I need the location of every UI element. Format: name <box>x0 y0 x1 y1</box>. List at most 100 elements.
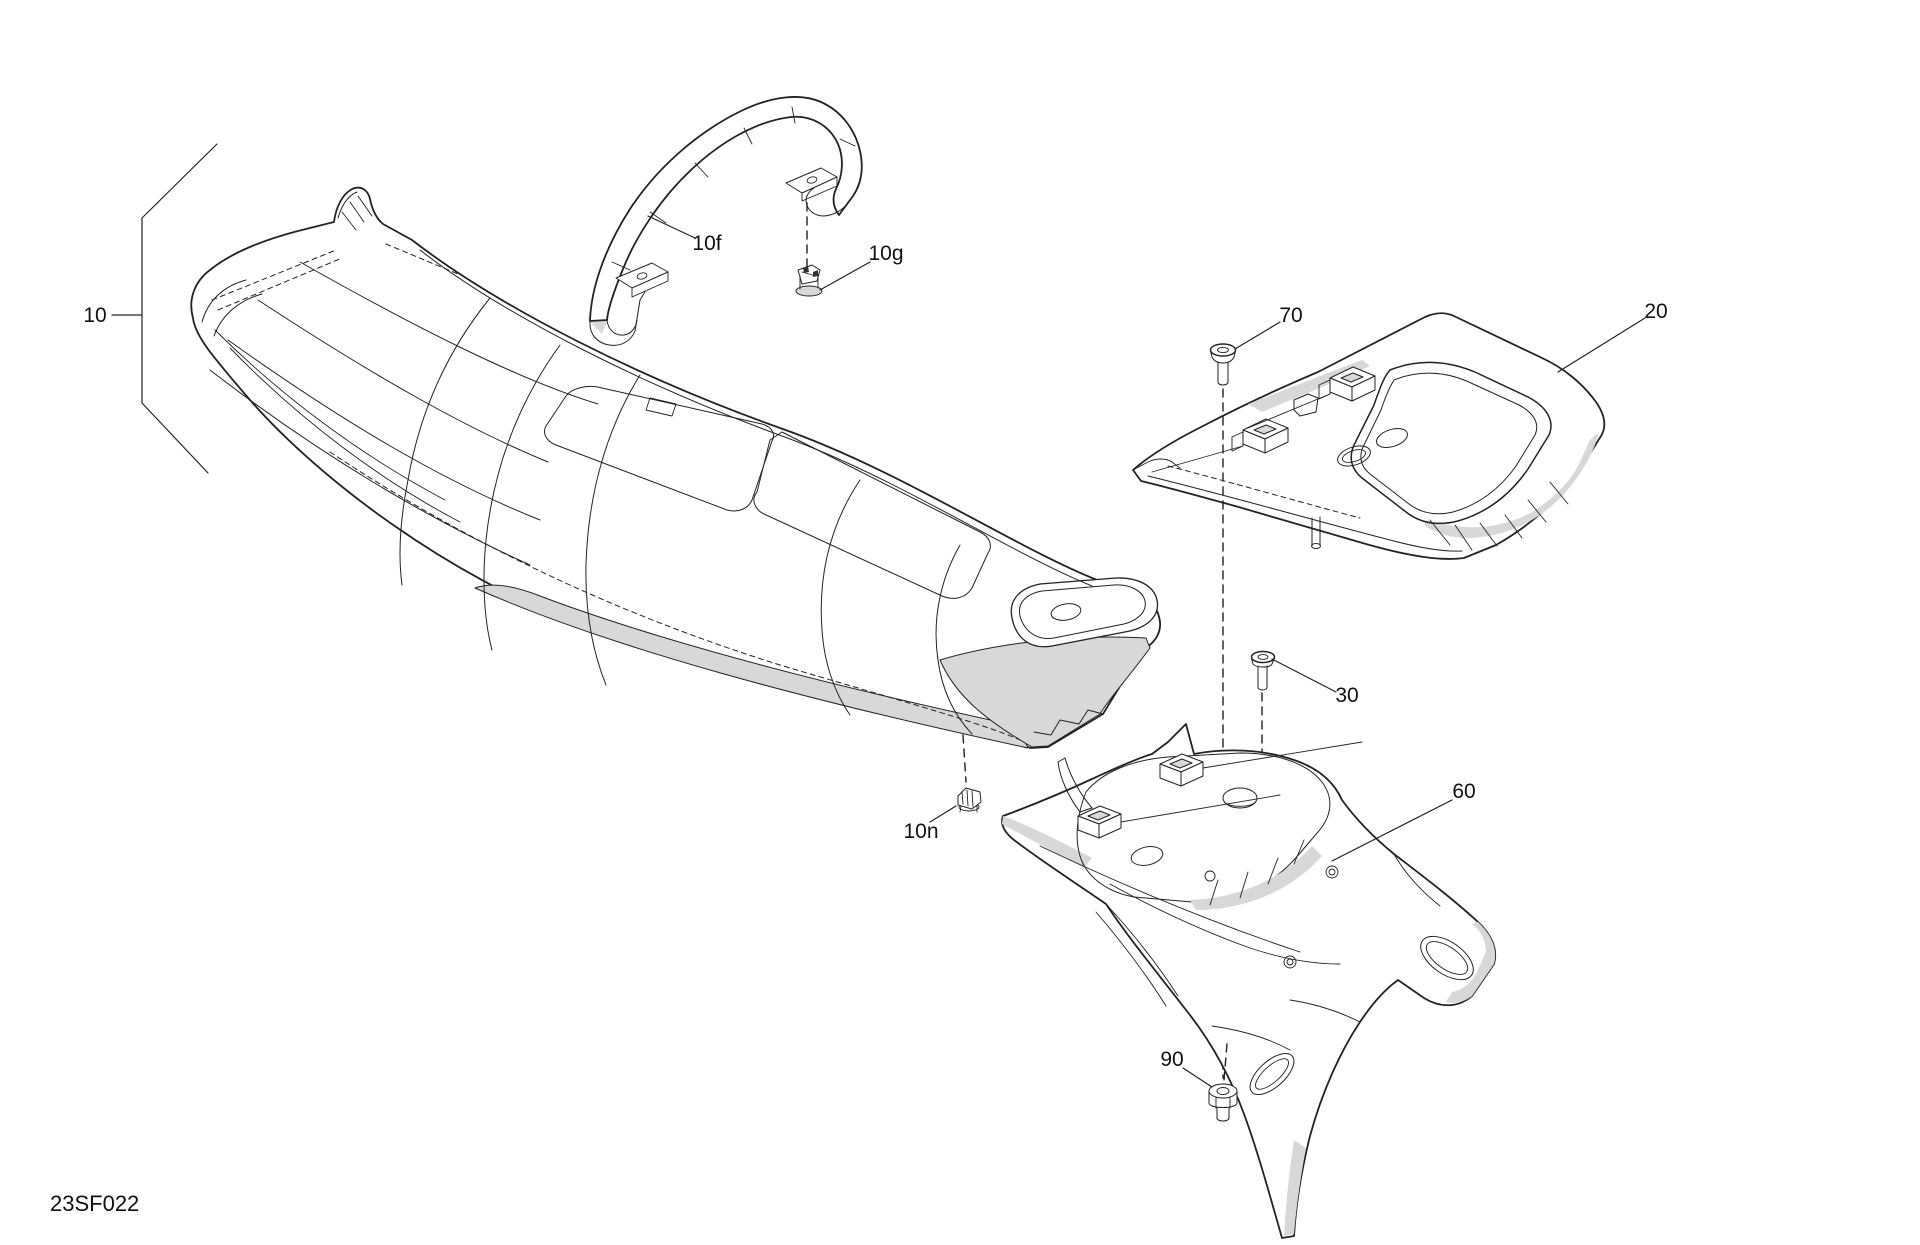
rack-oval-hole <box>1337 445 1371 467</box>
base-hump-shading <box>1190 846 1322 910</box>
callout-10-label: 10 <box>83 304 106 327</box>
clip-10n-body <box>957 787 982 810</box>
rack-ribs <box>1429 481 1569 551</box>
base-right-edge-shading <box>1446 922 1496 1003</box>
rack-latch-block <box>1264 427 1289 454</box>
callout-20-leader <box>1557 317 1646 373</box>
rack-part <box>1132 312 1606 560</box>
nut-90-axis <box>1223 1043 1228 1081</box>
base-contour <box>1109 883 1341 965</box>
seat-top-edge-seam <box>419 249 1093 587</box>
base-hump <box>1076 752 1331 903</box>
fastener-10g-part <box>795 202 823 297</box>
base-contour <box>1289 999 1361 1023</box>
handle-left-hook <box>606 319 638 336</box>
seat-front-rim-hidden <box>217 257 343 311</box>
seat-front-rim-hidden <box>211 249 337 301</box>
screw-30-head <box>1250 650 1276 664</box>
callout-10f-label: 10f <box>692 232 721 255</box>
rack-latch-block <box>1351 375 1376 402</box>
seat-seam <box>585 374 641 686</box>
seat-rear-tabs <box>1033 709 1104 736</box>
base-boss <box>1283 955 1297 969</box>
callout-90-leader <box>1182 1067 1213 1088</box>
base-latch-slot <box>1169 758 1193 769</box>
callout-70-label: 70 <box>1279 304 1302 327</box>
base-boss <box>1328 868 1336 876</box>
grab-handle-part <box>588 96 863 346</box>
base-foot-slot-inner <box>1425 941 1469 975</box>
handle-right-hook <box>805 187 854 217</box>
callout-10f-leader <box>647 215 696 239</box>
nut-90-facets <box>1215 1096 1231 1109</box>
base-oval-hole <box>1130 846 1164 866</box>
rack-latch-slot <box>1253 424 1277 435</box>
seat-rear-cap-seam <box>1018 584 1146 640</box>
clip-10n-axis <box>962 734 967 783</box>
callout-70-leader <box>1234 321 1281 350</box>
base-hump-stripes <box>1209 839 1305 906</box>
callout-10g-leader <box>819 261 871 291</box>
callout-10-bracket <box>141 143 218 474</box>
nut-90-part <box>1208 1043 1238 1122</box>
seat-rear-panel <box>753 431 991 599</box>
rack-post-tip <box>1311 543 1321 549</box>
rack-latch-slot <box>1340 372 1364 383</box>
rack-loop-opening <box>1350 361 1552 524</box>
base-contour <box>1393 853 1441 907</box>
seat-horn-hatch <box>341 195 373 231</box>
seat-part <box>190 186 1161 749</box>
callout-60-label: 60 <box>1452 780 1475 803</box>
clip-10n-ribs <box>959 789 978 813</box>
base-contour <box>1039 845 1301 953</box>
rack-rim-seam <box>1147 475 1463 552</box>
nut-90-stem <box>1216 1107 1230 1122</box>
seat-center-panel <box>543 385 775 512</box>
screw-30-shank <box>1257 665 1268 691</box>
screw-70-head-side <box>1210 350 1236 364</box>
seat-side-seam <box>229 347 461 523</box>
fastener-10g-dark <box>803 266 818 277</box>
base-rail <box>1120 741 1363 823</box>
seat-seam <box>935 544 973 735</box>
base-boss <box>1286 958 1294 966</box>
base-round-hole-depth <box>1223 800 1257 807</box>
callout-10n-label: 10n <box>903 820 938 843</box>
base-foot-slot <box>1420 935 1474 981</box>
seat-side-seam <box>214 329 446 501</box>
screw-70-head <box>1209 343 1237 357</box>
base-tail-shading <box>1284 1140 1306 1236</box>
seat-rear-cap <box>1010 577 1159 648</box>
base-left-wing-shading <box>1002 816 1092 868</box>
seat-edge-hidden <box>385 243 459 275</box>
seat-nose-seam <box>201 279 247 323</box>
base-boss <box>1204 870 1216 882</box>
callout-10g-label: 10g <box>868 242 903 265</box>
handle-right-bracket-side <box>801 176 838 202</box>
screw-30-head-socket <box>1257 654 1269 660</box>
seat-seam <box>483 344 561 651</box>
base-latch-fin <box>1057 757 1093 813</box>
base-tail-slot-inner <box>1255 1058 1289 1090</box>
base-round-hole <box>1222 787 1258 809</box>
handle-left-hook <box>589 299 641 346</box>
screw-70-head-socket <box>1217 346 1229 354</box>
seat-seam <box>399 297 491 586</box>
clip-10n-part <box>957 734 982 813</box>
seat-skirt-shading <box>474 584 1029 749</box>
callout-60-leader <box>1331 799 1453 862</box>
rack-oval-hole-inner <box>1342 449 1366 463</box>
base-boss <box>1325 865 1339 879</box>
rack-post <box>1311 516 1321 547</box>
callouts: 10 10f 10g 10n 20 30 60 70 90 23SF022 <box>50 143 1668 1216</box>
rack-rail <box>1151 393 1331 473</box>
rack-tip-detail <box>1132 458 1181 471</box>
base-latch-block <box>1180 761 1204 787</box>
seat-rear-cap-hole <box>1050 603 1082 621</box>
seat-seam <box>820 479 861 716</box>
screw-30-head-side <box>1251 657 1275 668</box>
handle-ticks <box>611 106 856 271</box>
seat-nose-seam <box>213 293 263 337</box>
